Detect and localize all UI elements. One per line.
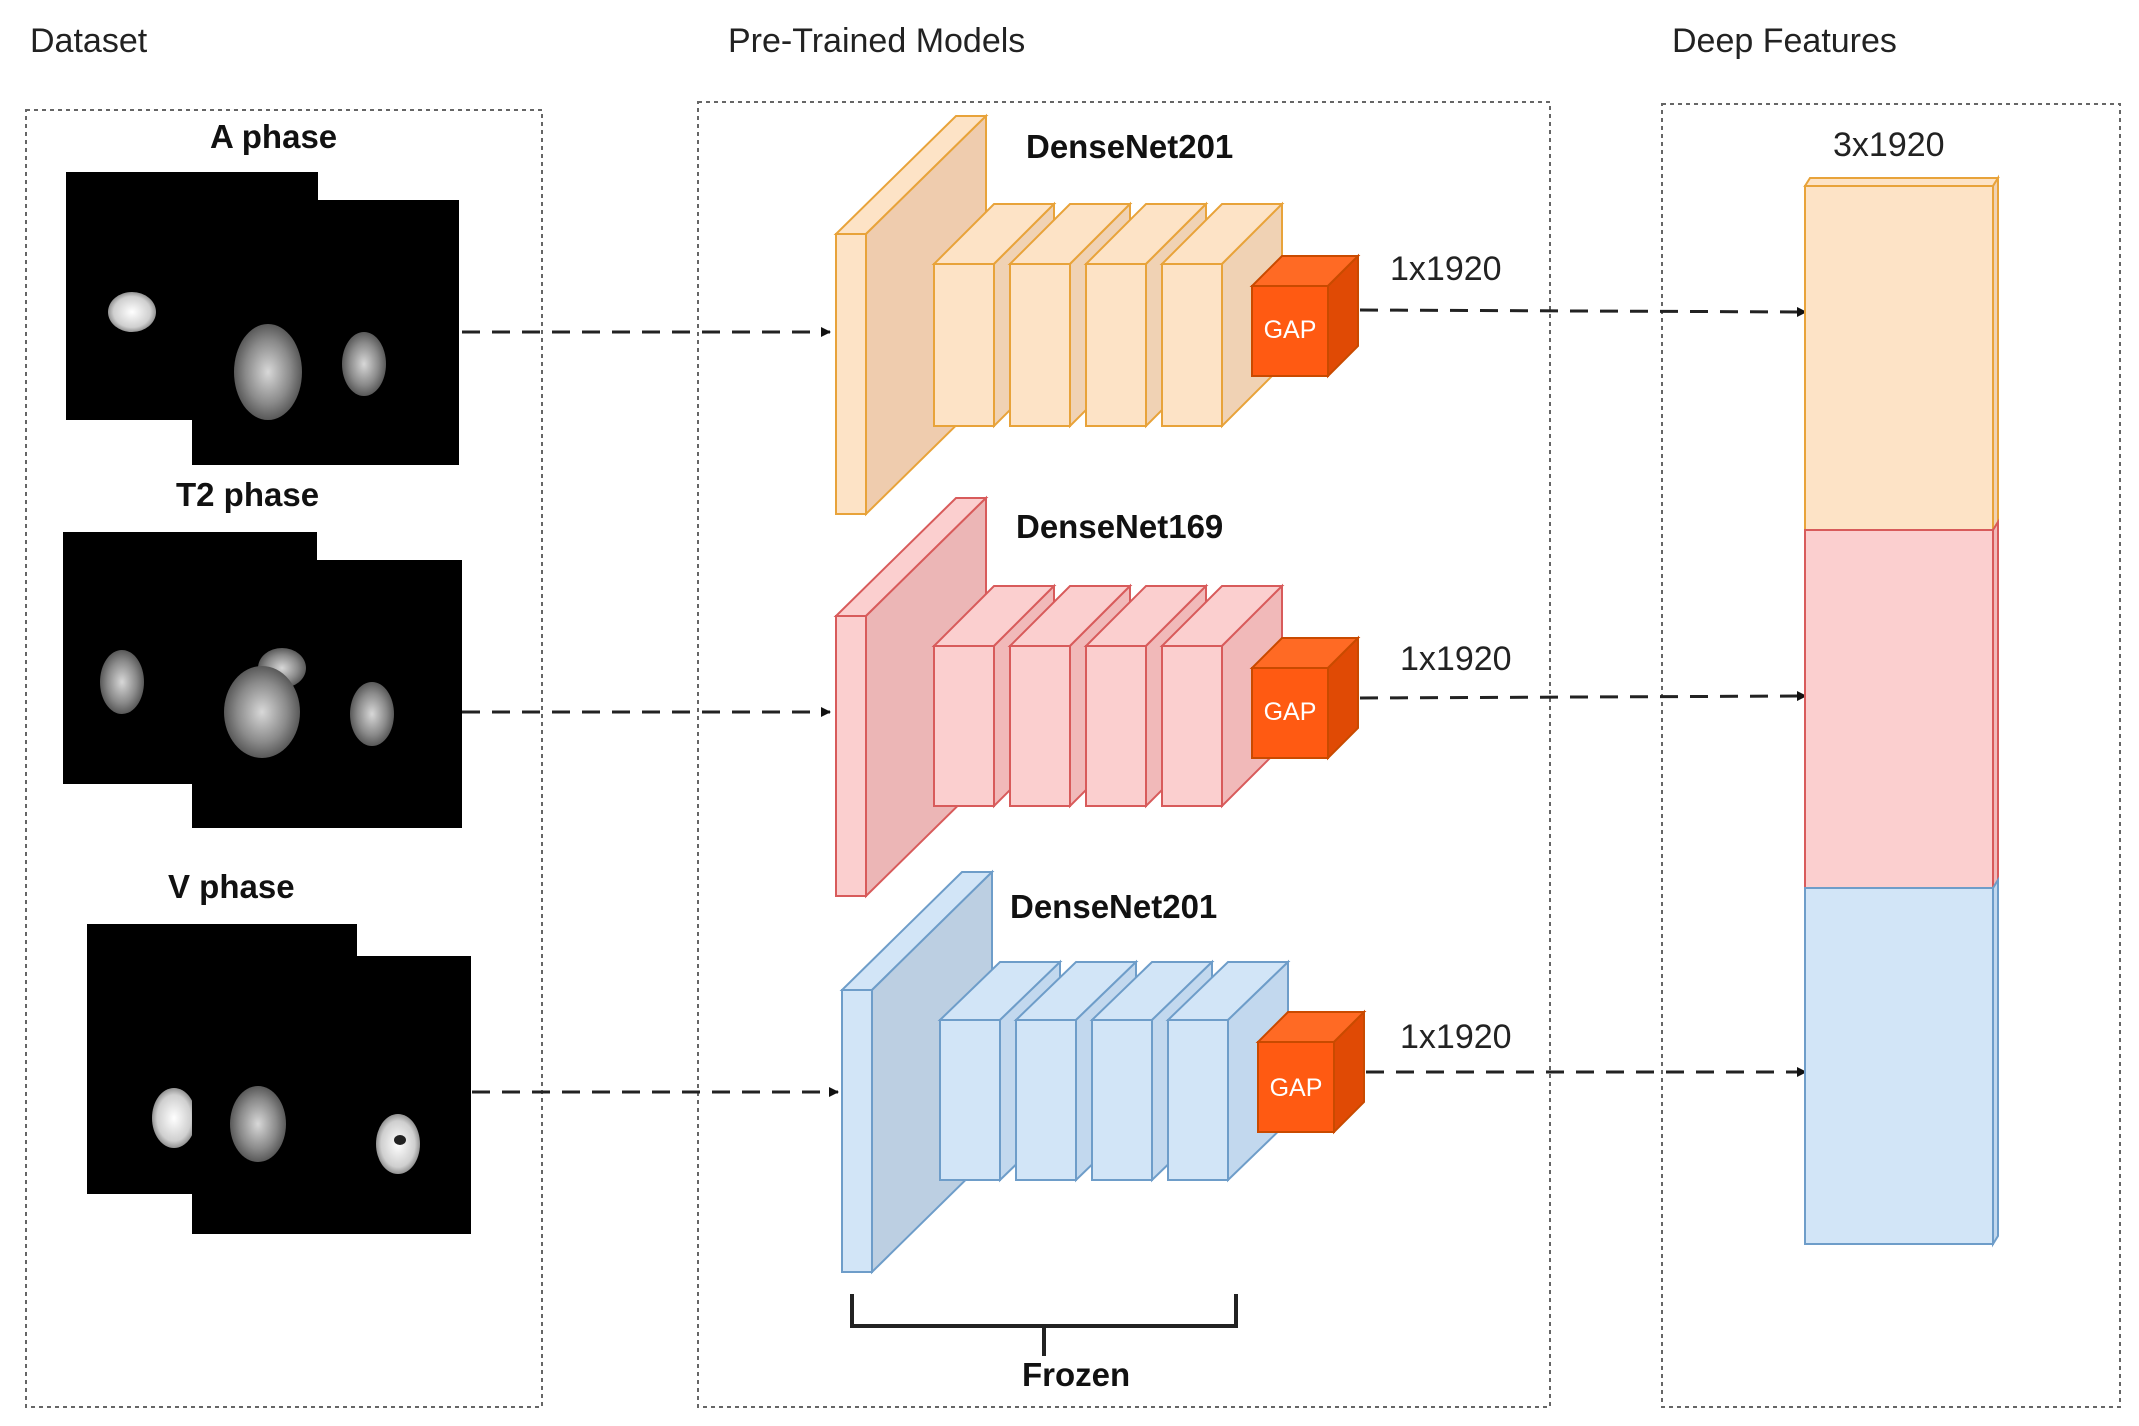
feature-vector	[1803, 174, 2000, 1248]
phase-label-a: A phase	[210, 118, 337, 155]
feature-segment-2	[1804, 529, 1994, 889]
feature-vector-dim: 3x1920	[1833, 126, 1945, 164]
output-dim-2: 1x1920	[1400, 640, 1512, 678]
gap-block-2: GAP	[1249, 635, 1361, 761]
dataset-title: Dataset	[30, 22, 148, 60]
gap-block-3: GAP	[1255, 1009, 1367, 1135]
gap-label-3: GAP	[1270, 1074, 1323, 1102]
gap-label-2: GAP	[1264, 698, 1317, 726]
deep-features-title: Deep Features	[1672, 22, 1897, 60]
model-densenet201-v: GAP	[839, 869, 1367, 1275]
model-name-2: DenseNet169	[1016, 508, 1223, 545]
phase-label-v: V phase	[168, 868, 295, 905]
output-dim-1: 1x1920	[1390, 250, 1502, 288]
output-dim-3: 1x1920	[1400, 1018, 1512, 1056]
output-arrow-2	[1359, 691, 1807, 702]
mri-image-v-phase	[87, 924, 471, 1234]
phase-label-t2: T2 phase	[176, 476, 319, 513]
frozen-label: Frozen	[1022, 1356, 1130, 1393]
model-densenet201-a: GAP	[833, 113, 1361, 517]
feature-segment-3	[1804, 887, 1994, 1245]
dataset-panel	[25, 109, 543, 1408]
pretrained-models-title: Pre-Trained Models	[728, 22, 1025, 60]
gap-label-1: GAP	[1264, 316, 1317, 344]
model-densenet169: GAP	[833, 495, 1361, 899]
models-panel	[697, 101, 1551, 1408]
model-name-1: DenseNet201	[1026, 128, 1233, 165]
gap-block-1: GAP	[1249, 253, 1361, 379]
frozen-bracket	[850, 1294, 1238, 1356]
mri-image-t2-phase	[63, 532, 462, 828]
feature-segment-1	[1804, 185, 1994, 531]
mri-image-a-phase	[66, 172, 459, 465]
output-arrow-1	[1359, 306, 1807, 317]
model-name-3: DenseNet201	[1010, 888, 1217, 925]
